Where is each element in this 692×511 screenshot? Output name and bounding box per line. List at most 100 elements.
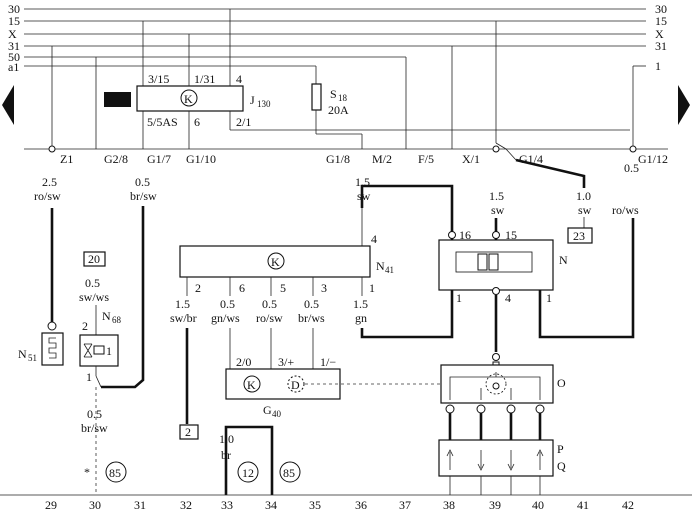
relay-j130-sub: 130 xyxy=(257,99,271,109)
wire-n41-1-color: gn xyxy=(355,311,367,325)
wire-23-gauge: 1.0 xyxy=(576,189,591,203)
relay-j130-pin-4: 4 xyxy=(236,72,242,86)
valve-n68-pin-1b: 1 xyxy=(86,370,92,384)
connector-label-f-5: F/5 xyxy=(418,152,434,166)
column-38: 38 xyxy=(443,498,455,511)
sensor-g40-symbol-k: K xyxy=(247,378,256,392)
relay-mount-block xyxy=(104,92,131,107)
relay-n-pin-1b: 1 xyxy=(546,291,552,305)
circle-85-right: 85 xyxy=(283,466,295,480)
asterisk: * xyxy=(84,465,90,479)
controller-n41-pin-6: 6 xyxy=(239,281,245,295)
controller-n41-pin-4: 4 xyxy=(371,232,377,246)
relay-n-pin-4: 4 xyxy=(505,291,511,305)
controller-n41-pin-3: 3 xyxy=(321,281,327,295)
component-pq: P Q xyxy=(438,439,566,495)
controller-n41-label: N xyxy=(376,259,385,273)
relay-j130-pin-3-15: 3/15 xyxy=(148,72,169,86)
column-numbers: 29 30 31 32 33 34 35 36 37 38 39 40 41 4… xyxy=(45,498,634,511)
column-35: 35 xyxy=(309,498,321,511)
wire-g1-7: 0.5 br/sw xyxy=(101,175,157,389)
wire-33-34: 1.0 br 12 85 xyxy=(219,425,301,495)
box-2 xyxy=(179,424,199,440)
column-36: 36 xyxy=(355,498,367,511)
valve-n68-sub: 68 xyxy=(112,315,122,325)
wire-n68-down-gauge: 0.5 xyxy=(87,407,102,421)
wire-n68-color: sw/ws xyxy=(79,290,109,304)
fuse-s18: S 18 20A xyxy=(311,66,362,135)
rail-label-x-left: X xyxy=(8,27,17,41)
bus-connector-labels: Z1 G2/8 G1/7 G1/10 G1/8 M/2 F/5 X/1 G1/4… xyxy=(60,152,668,166)
relay-j130: K J 130 3/15 1/31 4 5/5AS 6 2/1 xyxy=(136,9,271,149)
rail-label-30-right: 30 xyxy=(655,2,667,16)
controller-n41-symbol: K xyxy=(271,255,280,269)
prev-page-arrow[interactable] xyxy=(2,85,14,125)
relay-n-pin-15: 15 xyxy=(505,228,517,242)
controller-n41-pin-5: 5 xyxy=(280,281,286,295)
box-2-label: 2 xyxy=(185,425,191,439)
wire-n41-3-gauge: 0.5 xyxy=(304,297,319,311)
wire-n41-6-gauge: 0.5 xyxy=(220,297,235,311)
valve-n68-pin-2: 2 xyxy=(82,319,88,333)
column-31: 31 xyxy=(134,498,146,511)
component-o-label: O xyxy=(557,376,566,390)
sensor-g40-pin-1-minus: 1/− xyxy=(320,355,336,369)
power-rails: 30 15 X 31 50 a1 30 15 X 31 1 xyxy=(8,2,667,74)
sensor-g40: 2/0 3/+ 1/− K D G 40 xyxy=(225,355,488,419)
column-42: 42 xyxy=(622,498,634,511)
controller-n41: 1.5 sw 4 K N 41 2 6 5 3 1 1.5 sw/br 0.5 … xyxy=(170,175,454,424)
wire-n41-2-gauge: 1.5 xyxy=(175,297,190,311)
column-41: 41 xyxy=(577,498,589,511)
fuse-s18-label: S xyxy=(330,87,337,101)
wire-g1-4-gauge: 1.5 xyxy=(489,189,504,203)
rail-label-x-right: X xyxy=(655,27,664,41)
column-40: 40 xyxy=(532,498,544,511)
connector-label-m-2: M/2 xyxy=(372,152,392,166)
column-39: 39 xyxy=(489,498,501,511)
wire-n41-1-gauge: 1.5 xyxy=(353,297,368,311)
fuse-s18-sub: 18 xyxy=(338,93,348,103)
sensor-g40-pin-3-plus: 3/+ xyxy=(278,355,294,369)
relay-j130-pin-6: 6 xyxy=(194,115,200,129)
component-p-label: P xyxy=(557,442,564,456)
wire-n68-down-color: br/sw xyxy=(81,421,108,435)
wire-n41-6-color: gn/ws xyxy=(211,311,240,325)
relay-n: 1.5 sw 1.0 sw 23 0.5 ro/ws 16 15 N 1 4 1 xyxy=(360,142,639,352)
wire-n41-3-color: br/ws xyxy=(298,311,325,325)
next-page-arrow[interactable] xyxy=(678,85,690,125)
wire-n41-in-color: sw xyxy=(357,189,371,203)
connector-label-z1: Z1 xyxy=(60,152,73,166)
wire-23-color: sw xyxy=(578,203,592,217)
relay-n-pin-1a: 1 xyxy=(456,291,462,305)
rail-label-15-left: 15 xyxy=(8,14,20,28)
wire-33-color: br xyxy=(221,448,231,462)
sensor-g40-pin-2-0: 2/0 xyxy=(236,355,251,369)
relay-j130-pin-5-5as: 5/5AS xyxy=(147,115,178,129)
relay-n-pin-16: 16 xyxy=(459,228,471,242)
component-o: O xyxy=(440,353,566,440)
valve-n68-pin-1a: 1 xyxy=(106,344,112,358)
relay-j130-symbol: K xyxy=(184,92,193,106)
sensor-g40-label: G xyxy=(263,403,272,417)
rail-drops xyxy=(51,21,634,149)
rail-label-a1-left: a1 xyxy=(8,60,19,74)
wire-g1-4-color: sw xyxy=(491,203,505,217)
connector-label-g1-12: G1/12 xyxy=(638,152,668,166)
rail-label-50-left: 50 xyxy=(8,50,20,64)
valve-n68: 20 0.5 sw/ws 2 N 68 1 1 0.5 br/sw * 85 xyxy=(79,251,127,495)
connector-label-g2-8: G2/8 xyxy=(104,152,128,166)
connector-label-g1-10: G1/10 xyxy=(186,152,216,166)
wire-n41-5-color: ro/sw xyxy=(256,311,283,325)
column-37: 37 xyxy=(399,498,411,511)
box-23: 23 xyxy=(573,229,585,243)
rail-label-1-right: 1 xyxy=(655,59,661,73)
controller-n41-pin-1: 1 xyxy=(369,281,375,295)
relay-j130-label: J xyxy=(250,93,255,107)
valve-n68-label: N xyxy=(102,309,111,323)
heater-n51: 2.5 ro/sw N 51 xyxy=(18,145,64,366)
connector-label-g1-7: G1/7 xyxy=(147,152,171,166)
sensor-g40-sub: 40 xyxy=(272,409,282,419)
fuse-s18-rating: 20A xyxy=(328,103,349,117)
circle-85-left: 85 xyxy=(109,466,121,480)
